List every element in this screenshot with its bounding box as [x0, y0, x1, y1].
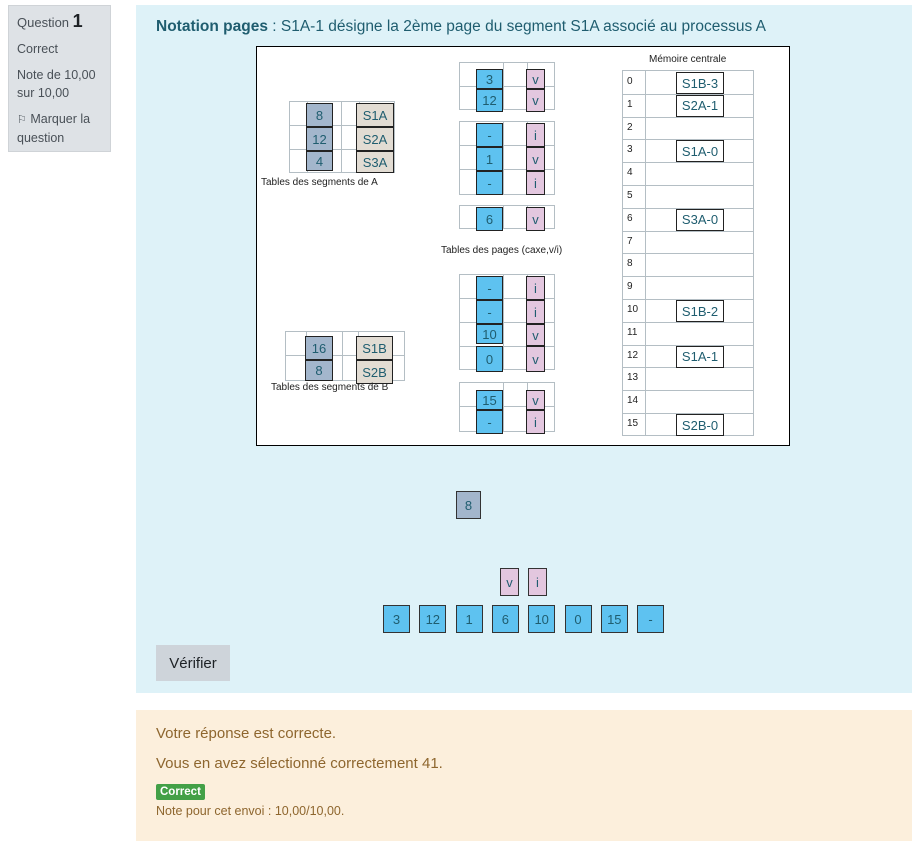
memory-row-number: 7	[627, 235, 633, 247]
pt4-caxe-4: 0	[476, 346, 503, 372]
pt1-vi-2: v	[526, 89, 545, 112]
seg-b-caption: Tables des segments de B	[271, 382, 389, 393]
seg-a-frame-1: 8	[306, 103, 333, 127]
memory-page-3: S3A-0	[676, 208, 724, 231]
seg-b-frame-1: 16	[305, 336, 333, 360]
memory-page-5: S1A-1	[676, 345, 724, 368]
pt1-caxe-1: 3	[476, 69, 503, 89]
pt4-caxe-1: -	[476, 276, 503, 300]
memory-row-number: 14	[627, 395, 639, 407]
choice-page-6[interactable]: 15	[600, 605, 628, 633]
memory-row-number: 13	[627, 372, 639, 384]
pt4-vi-1: i	[526, 276, 545, 300]
pt2-caxe-3: -	[476, 171, 503, 195]
pt5-caxe-2: -	[476, 410, 503, 434]
question-info-panel: Question 1 Correct Note de 10,00 sur 10,…	[8, 5, 111, 152]
memory-row-number: 9	[627, 281, 633, 293]
memory-page-4: S1B-2	[676, 300, 724, 322]
seg-a-caption: Tables des segments de A	[261, 177, 378, 188]
pt2-caxe-2: 1	[476, 147, 503, 171]
pt4-caxe-2: -	[476, 300, 503, 324]
memory-page-6: S2B-0	[676, 414, 724, 436]
pt2-vi-2: v	[526, 147, 545, 171]
memory-page-1: S2A-1	[676, 94, 724, 117]
pt4-vi-4: v	[526, 346, 545, 372]
memory-page-2: S1A-0	[676, 140, 724, 163]
pt1-caxe-2: 12	[476, 89, 503, 112]
memory-row-number: 4	[627, 167, 633, 179]
seg-a-name-3: S3A	[356, 151, 394, 173]
memory-row-number: 6	[627, 212, 633, 224]
choice-page-2[interactable]: 1	[455, 605, 483, 633]
memory-row-number: 1	[627, 98, 633, 110]
seg-b-name-2: S2B	[356, 360, 393, 384]
check-button[interactable]: Vérifier	[156, 645, 230, 681]
feedback-correct-text: Votre réponse est correcte.	[156, 725, 337, 742]
pt4-caxe-3: 10	[476, 324, 503, 344]
memory-row-number: 11	[627, 326, 638, 338]
memory-page-0: S1B-3	[676, 72, 724, 94]
choice-page-3[interactable]: 6	[491, 605, 519, 633]
choice-page-1[interactable]: 12	[419, 605, 447, 633]
memory-title: Mémoire centrale	[649, 54, 727, 65]
memory-row-number: 12	[627, 349, 639, 361]
pt5-vi-2: i	[526, 410, 545, 434]
correct-badge: Correct	[156, 784, 205, 800]
seg-b-name-1: S1B	[356, 336, 393, 360]
pt5-caxe-1: 15	[476, 390, 503, 410]
memory-grid	[622, 70, 754, 436]
page-tables-caption: Tables des pages (caxe,v/i)	[441, 245, 563, 256]
seg-a-name-1: S1A	[356, 103, 394, 127]
choice-page-0[interactable]: 3	[383, 605, 410, 633]
memory-row-number: 0	[627, 76, 633, 87]
pt2-vi-3: i	[526, 171, 545, 195]
memory-row-number: 15	[627, 418, 639, 429]
choice-frame-8[interactable]: 8	[456, 491, 481, 519]
question-grade: Note de 10,00 sur 10,00	[17, 68, 96, 100]
choice-vi-i[interactable]: i	[528, 568, 547, 596]
choice-page-7[interactable]: -	[637, 605, 665, 633]
choice-vi-v[interactable]: v	[500, 568, 519, 596]
pt1-vi-1: v	[526, 69, 545, 89]
pt5-vi-1: v	[526, 390, 545, 410]
memory-row-number: 3	[627, 144, 633, 156]
seg-b-frame-2: 8	[305, 360, 333, 381]
feedback-count-text: Vous en avez sélectionné correctement 41…	[156, 755, 443, 772]
memory-row-number: 2	[627, 121, 633, 133]
seg-a-name-2: S2A	[356, 127, 394, 151]
question-number: Question 1	[17, 11, 83, 31]
flag-question-link[interactable]: ⚐ Marquer la question	[17, 112, 91, 145]
grade-for-submission: Note pour cet envoi : 10,00/10,00.	[156, 804, 345, 818]
memory-row-number: 8	[627, 258, 633, 270]
question-formulation: Notation pages : S1A-1 désigne la 2ème p…	[136, 5, 912, 693]
seg-a-frame-3: 4	[306, 151, 333, 171]
seg-a-frame-2: 12	[306, 127, 333, 151]
memory-row-number: 10	[627, 304, 639, 315]
flag-icon: ⚐	[17, 114, 27, 126]
pt3-vi-1: v	[526, 207, 545, 231]
pt2-caxe-1: -	[476, 123, 503, 147]
question-text: Notation pages : S1A-1 désigne la 2ème p…	[156, 18, 766, 35]
memory-row-number: 5	[627, 190, 633, 201]
question-feedback: Votre réponse est correcte. Vous en avez…	[136, 710, 912, 841]
pt3-caxe-1: 6	[476, 207, 503, 231]
question-state: Correct	[17, 42, 58, 56]
choice-page-5[interactable]: 0	[564, 605, 592, 633]
pt2-vi-1: i	[526, 123, 545, 147]
choice-page-4[interactable]: 10	[528, 605, 556, 633]
pt4-vi-2: i	[526, 300, 545, 324]
pt4-vi-3: v	[526, 324, 545, 346]
memory-diagram: 8 12 4 S1A S2A S3A Tables des segments d…	[256, 46, 790, 446]
